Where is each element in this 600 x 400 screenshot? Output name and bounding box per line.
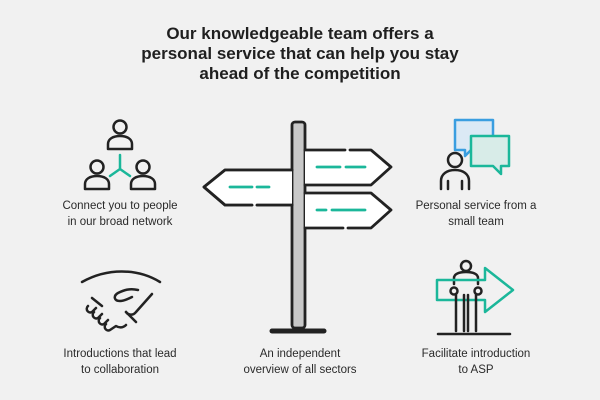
- caption-line: Personal service from a: [415, 200, 537, 212]
- caption-line: Connect you to people: [62, 200, 178, 212]
- caption-line: overview of all sectors: [243, 364, 357, 376]
- signpost-icon: [202, 120, 393, 334]
- title-line: Our knowledgeable team offers a: [166, 24, 434, 43]
- caption-line: Facilitate introduction: [421, 348, 531, 360]
- handshake-icon: [80, 270, 162, 332]
- feature-caption-personal-service: Personal service from a small team: [386, 198, 566, 230]
- feature-caption-overview: An independent overview of all sectors: [210, 346, 390, 378]
- caption-line: in our broad network: [67, 216, 173, 228]
- caption-line: Introductions that lead: [63, 348, 177, 360]
- feature-caption-facilitate: Facilitate introduction to ASP: [386, 346, 566, 378]
- caption-line: small team: [448, 216, 504, 228]
- title-line: ahead of the competition: [199, 64, 401, 83]
- feature-caption-introductions: Introductions that lead to collaboration: [30, 346, 210, 378]
- caption-line: to ASP: [458, 364, 494, 376]
- person-arrow-icon: [435, 259, 515, 336]
- page-title: Our knowledgeable team offers a personal…: [0, 24, 600, 84]
- caption-line: to collaboration: [81, 364, 159, 376]
- feature-caption-network: Connect you to people in our broad netwo…: [30, 198, 210, 230]
- title-line: personal service that can help you stay: [141, 44, 459, 63]
- chat-person-icon: [439, 118, 511, 191]
- people-network-icon: [83, 119, 157, 191]
- caption-line: An independent: [259, 348, 341, 360]
